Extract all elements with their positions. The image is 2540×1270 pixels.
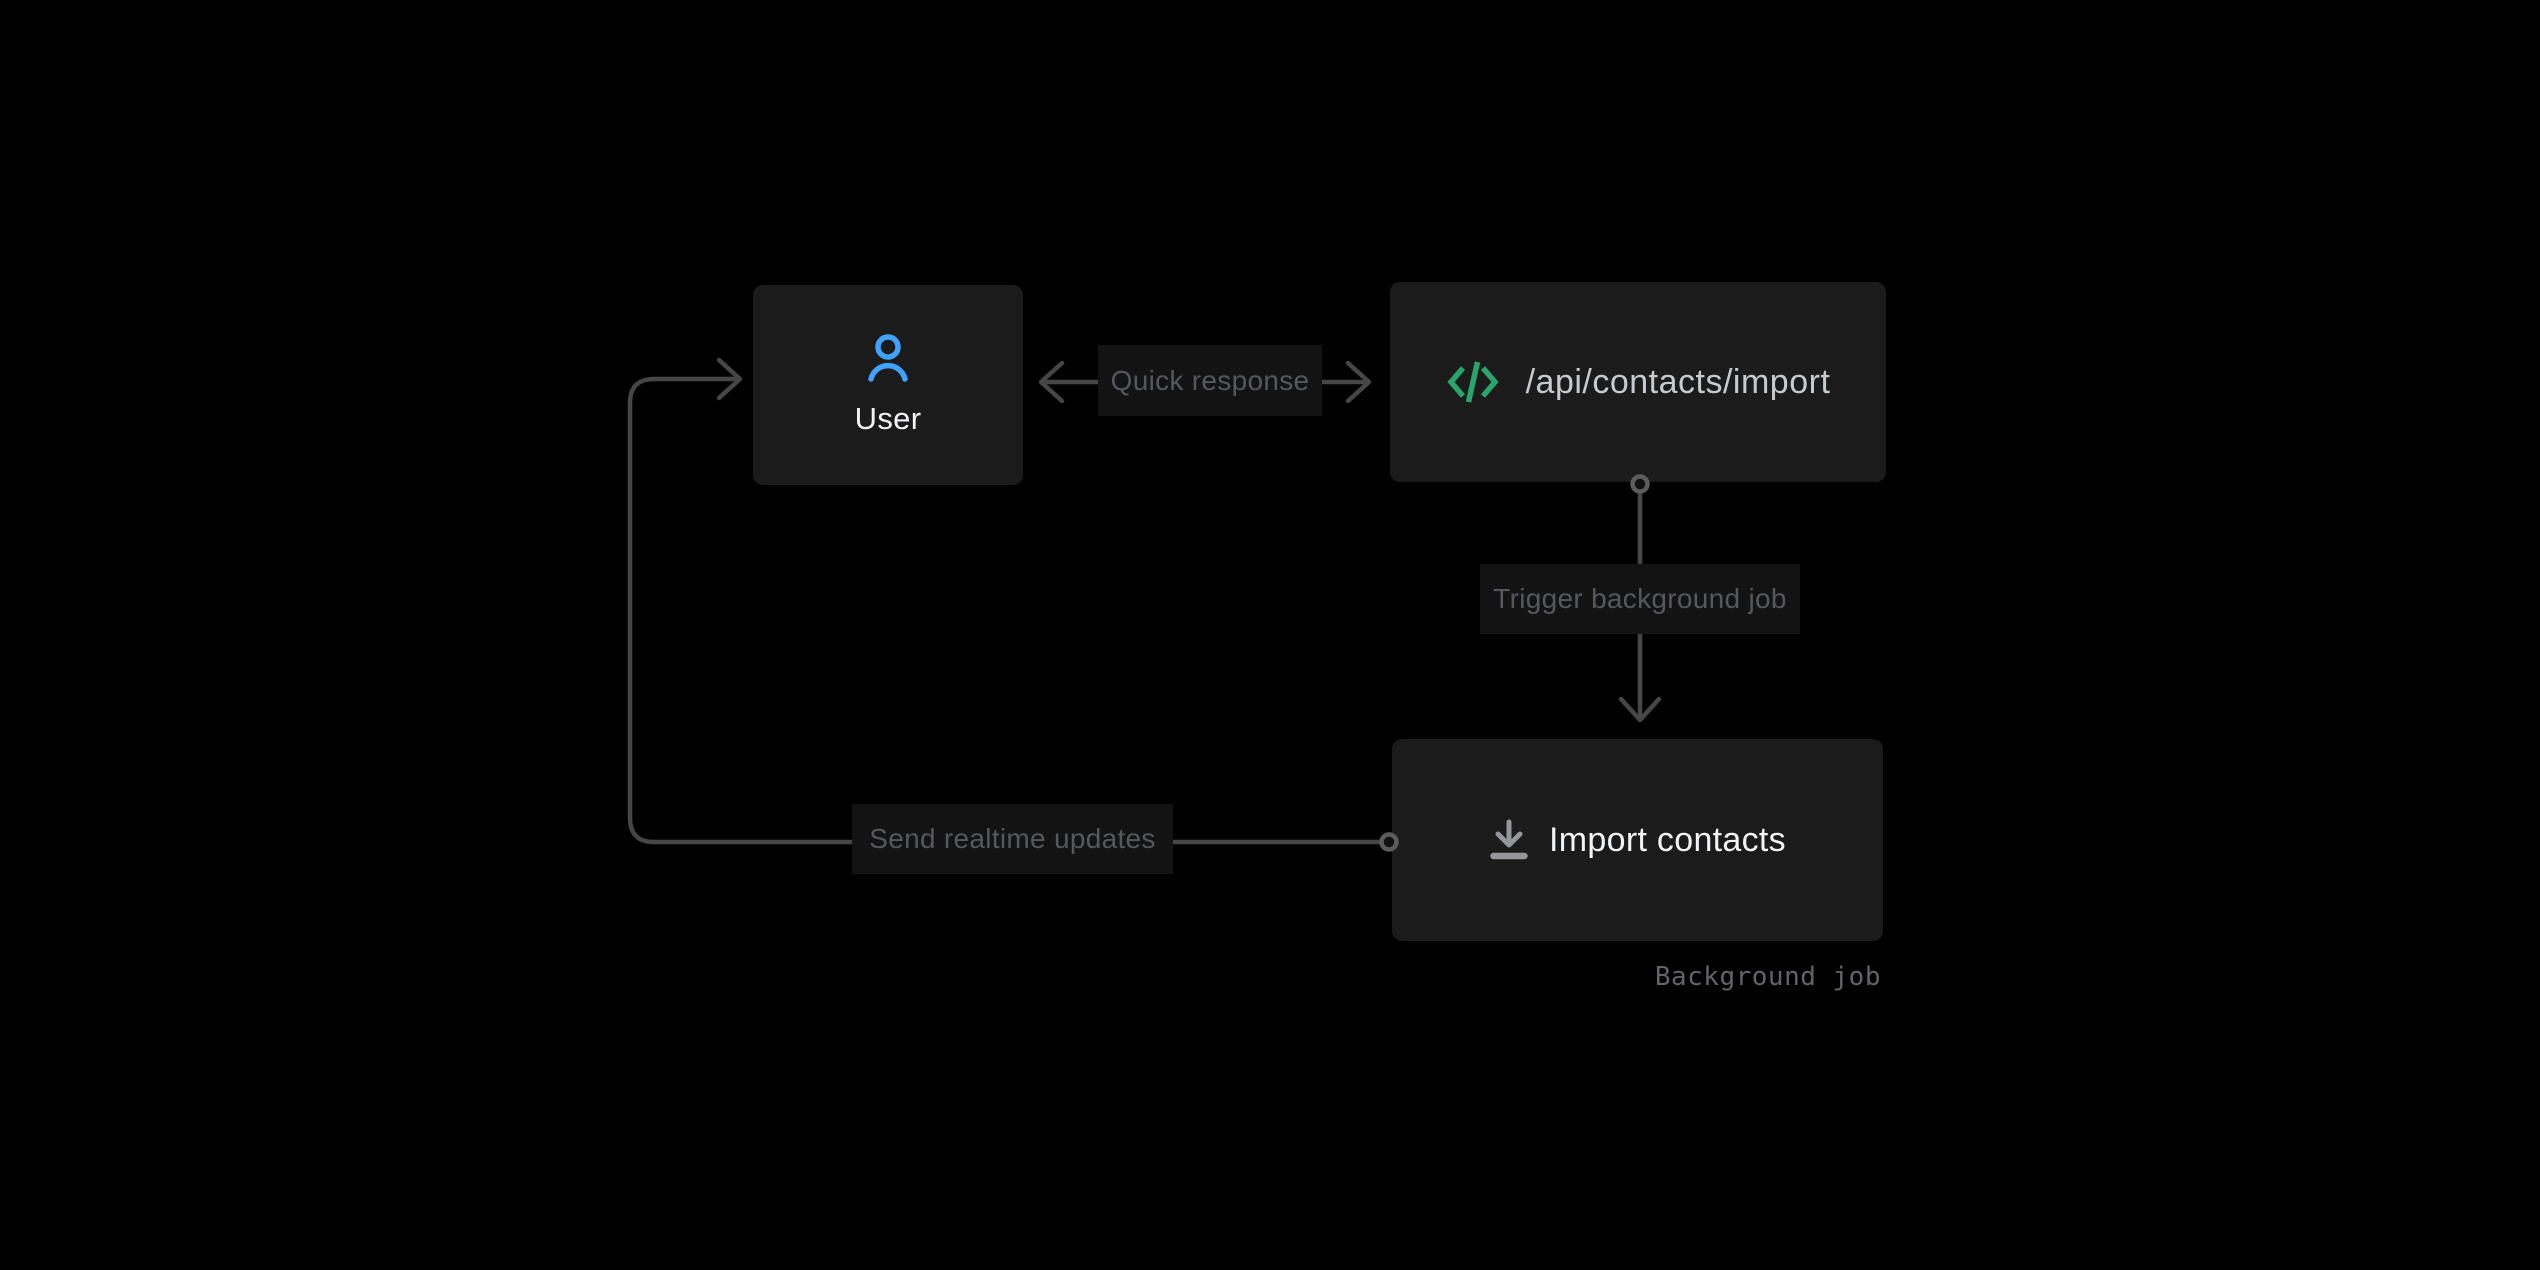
- user-node-label: User: [854, 401, 922, 436]
- import-contacts-label: Import contacts: [1549, 820, 1786, 859]
- download-icon: [1490, 819, 1528, 860]
- background-job-caption: Background job: [1654, 962, 1881, 992]
- api-endpoint-label: /api/contacts/import: [1525, 362, 1831, 401]
- code-icon: [1446, 361, 1499, 403]
- node-api-endpoint: /api/contacts/import: [1390, 282, 1886, 482]
- edge-label-send-realtime-updates: Send realtime updates: [852, 804, 1173, 874]
- edge-label-trigger-background-job: Trigger background job: [1480, 564, 1800, 634]
- node-import-contacts: Import contacts: [1392, 739, 1883, 941]
- user-icon: [868, 334, 908, 382]
- node-user: User: [753, 285, 1023, 485]
- edge-label-quick-response: Quick response: [1098, 345, 1322, 416]
